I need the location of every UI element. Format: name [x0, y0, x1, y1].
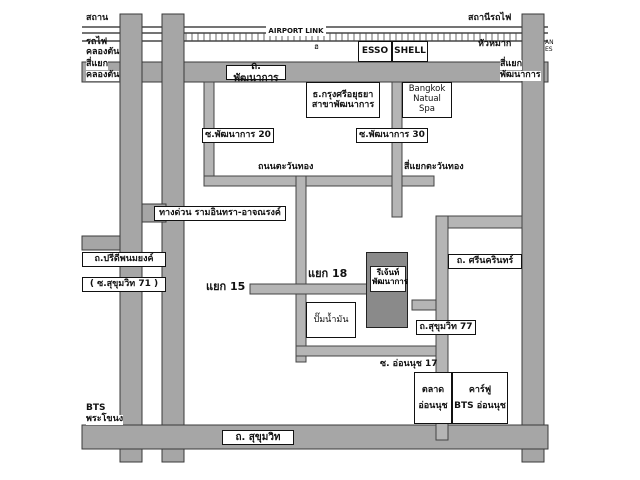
- bank-branch: สาขาพัฒนาการ: [311, 100, 375, 110]
- station-left-line1: สถาน: [86, 13, 109, 23]
- bts-onnut-label: BTS อ่อนนุช: [454, 401, 506, 411]
- gas-station: ปั๊มน้ำมัน: [306, 302, 356, 338]
- road-phatthanakan: [81, 61, 549, 83]
- sukhumvit-road-label: ถ. สุขุมวิท: [222, 430, 294, 445]
- market-line2: อ่อนนุช: [418, 401, 448, 411]
- onnut17-label: ซ. อ่อนนุช 17: [380, 359, 438, 369]
- onnut-market: ตลาด อ่อนนุช: [414, 372, 452, 424]
- sukhumvit77-label: ถ.สุขุมวิท 77: [416, 320, 476, 335]
- carrefour-store: คาร์ฟู BTS อ่อนนุช: [452, 372, 508, 424]
- phatthanakan-road-label: ถ. พัฒนาการ: [226, 61, 286, 84]
- target-label-line2: พัฒนาการ: [372, 277, 409, 287]
- road-right-vertical: [521, 13, 545, 463]
- road-yaek15: [249, 283, 371, 295]
- klongtan-junction-line1: สี่แยก: [86, 59, 109, 70]
- soi20-label: ซ.พัฒนาการ 20: [202, 128, 274, 143]
- road-sukhumvit: [81, 424, 549, 450]
- bangkok-natual-spa: Bangkok Natual Spa: [402, 82, 452, 118]
- station-right-line1: สถานีรถไฟ: [468, 13, 512, 23]
- edge-right-text: AN ES: [545, 39, 554, 53]
- road-pridi: [81, 235, 121, 251]
- soi30-label: ซ.พัฒนาการ 30: [356, 128, 428, 143]
- shell-station: SHELL: [392, 41, 428, 62]
- klongtan-junction-line2: คลองตัน: [86, 70, 120, 81]
- bts-phrakhanong-line2: พระโขนง: [86, 414, 124, 425]
- road-mid-vertical: [161, 13, 185, 463]
- station-left-line2: รถไฟ: [86, 37, 108, 47]
- station-left-line3: คลองตัน: [86, 47, 120, 57]
- target-label-line1: รีเจ้นท์: [376, 268, 400, 277]
- expressway-label: ทางด่วน รามอินทรา-อาจณรงค์: [154, 206, 286, 221]
- carrefour-label: คาร์ฟู: [468, 384, 492, 395]
- pridi-road-label: ถ.ปรีดีพนมยงค์: [82, 252, 166, 267]
- target-building-label: รีเจ้นท์ พัฒนาการ: [370, 266, 409, 292]
- road-srinakarin-link: [435, 215, 523, 229]
- bts-phrakhanong-line1: BTS: [86, 403, 106, 414]
- sukhumvit71-label: ( ซ.สุขุมวิท 71 ): [82, 277, 166, 292]
- road-left-vertical: [119, 13, 143, 463]
- yaek15-label: แยก 15: [206, 280, 246, 293]
- road-soi30: [391, 81, 403, 218]
- station-right-line2: หัวหมาก: [478, 39, 512, 49]
- tawanrung-road-label: ถนนตะวันทอง: [258, 162, 314, 172]
- krungsri-bank: ธ.กรุงศรีอยุธยา สาขาพัฒนาการ: [306, 82, 380, 118]
- rail-ticks: [185, 33, 517, 41]
- esso-station: ESSO: [358, 41, 392, 62]
- yaek18-label: แยก 18: [308, 267, 348, 280]
- road-onnut17: [295, 345, 447, 357]
- phatthanakan-junction-line1: สี่แยก: [500, 59, 523, 70]
- phatthanakan-junction-line2: พัฒนาการ: [500, 70, 541, 81]
- tawanrung-junction-label: สี่แยกตะวันทอง: [404, 162, 464, 172]
- road-sukhumvit77: [411, 299, 437, 311]
- airport-link-label: AIRPORT LINK: [266, 26, 326, 36]
- road-inner-vertical: [295, 175, 307, 363]
- bank-name: ธ.กรุงศรีอยุธยา: [312, 89, 374, 100]
- srinakarin-road-label: ถ. ศรีนครินทร์: [448, 254, 522, 269]
- small-circle-marker: ฮ: [314, 42, 319, 51]
- road-tawanrung: [203, 175, 435, 187]
- market-line1: ตลาด: [421, 384, 445, 395]
